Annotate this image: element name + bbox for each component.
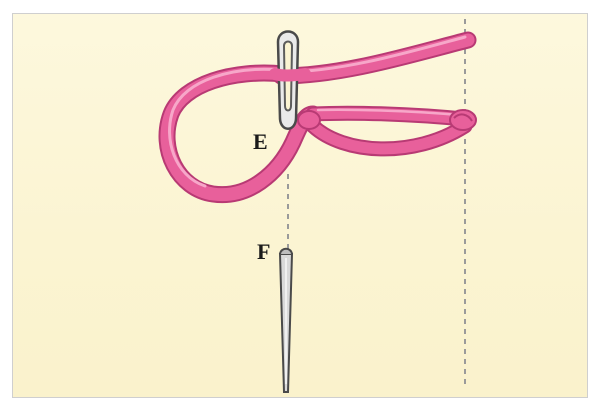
thread (167, 37, 476, 195)
stitch-diagram (13, 14, 587, 397)
point-e-label: E (253, 131, 268, 153)
needle-icon (280, 249, 292, 392)
illustration-panel: E F (12, 13, 588, 398)
thread-through-eye (275, 74, 305, 76)
point-f-label: F (257, 241, 270, 263)
